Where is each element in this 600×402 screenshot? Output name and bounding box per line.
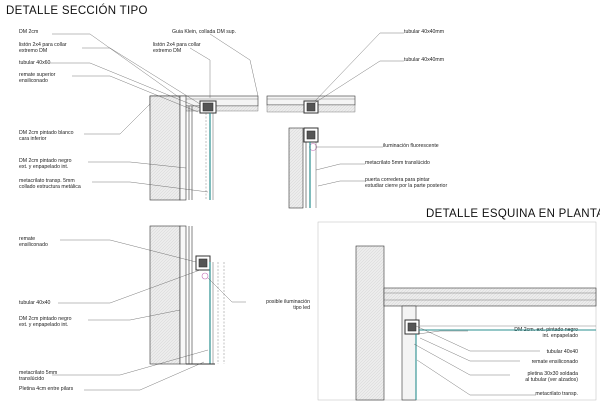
- label-corner-metacrilato: metacrilato transp.: [535, 391, 578, 397]
- label-remate-superior: remate superior ensiliconado: [19, 72, 56, 85]
- label-corner-remate: remate ensiliconado: [531, 359, 578, 365]
- label-led: posible iluminación tipo led: [266, 299, 310, 312]
- corner-frame: [317, 221, 597, 401]
- label-pletina-4cm: Pletina 4cm entre pilars: [19, 386, 74, 392]
- label-tubular-40x60: tubular 40x60: [19, 60, 51, 66]
- label-tubular-40x40-a: tubular 40x40mm: [404, 29, 445, 35]
- corner-detail: [317, 221, 597, 401]
- section-upper-left: [149, 95, 259, 201]
- label-tubular-40x40-b: tubular 40x40mm: [404, 57, 445, 63]
- title-section: DETALLE SECCIÓN TIPO: [6, 5, 148, 17]
- corner-wall-vertical: [355, 245, 385, 401]
- label-puerta-corredera: puerta corredera para pintar estudiar ci…: [365, 177, 448, 190]
- led-light: [201, 272, 209, 280]
- wall-lower-left: [149, 225, 181, 365]
- label-liston-mid: listón 2x4 para collar extremo DM: [153, 42, 201, 55]
- label-corner-tubular: tubular 40x40: [546, 349, 578, 355]
- wall-upper-left: [149, 95, 181, 201]
- label-remate-ensiliconado: remate ensiliconado: [19, 236, 48, 249]
- label-tubular-40x40-lower: tubular 40x40: [19, 300, 51, 306]
- section-lower-left: [149, 225, 225, 365]
- label-dm-2cm: DM 2cm: [19, 29, 39, 35]
- label-guia-klein: Guia Klein, collada DM sup.: [172, 29, 237, 35]
- label-metacrilato-collado: metacrilato transp. 5mm collado estructu…: [19, 178, 81, 191]
- leader-lines: [50, 32, 540, 396]
- label-dm-blanco: DM 2cm pintado blanco cara inferior: [19, 130, 74, 143]
- wall-upper-right: [288, 127, 304, 209]
- title-corner: DETALLE ESQUINA EN PLANTA: [426, 208, 600, 220]
- section-upper-right: [266, 95, 356, 209]
- label-dm-negro-lower: DM 2cm pintado negro ext. y enpapelado i…: [19, 316, 72, 329]
- label-corner-pletina: pletina 30x30 soldada al tubular (ver al…: [525, 371, 578, 384]
- corner-wall-horizontal: [383, 287, 597, 307]
- label-liston-collar: listón 2x4 para collar extremo DM: [19, 42, 67, 55]
- label-metacrilato-translucido: metacrilato 5mm translúcido: [19, 370, 58, 383]
- label-dm-negro-upper: DM 2cm pintado negro ext. y enpapelado i…: [19, 158, 72, 171]
- label-metacrilato-5mm: metacrilato 5mm translúcido: [365, 160, 430, 166]
- label-iluminacion-fluorescente: iluminación fluorescente: [383, 143, 439, 149]
